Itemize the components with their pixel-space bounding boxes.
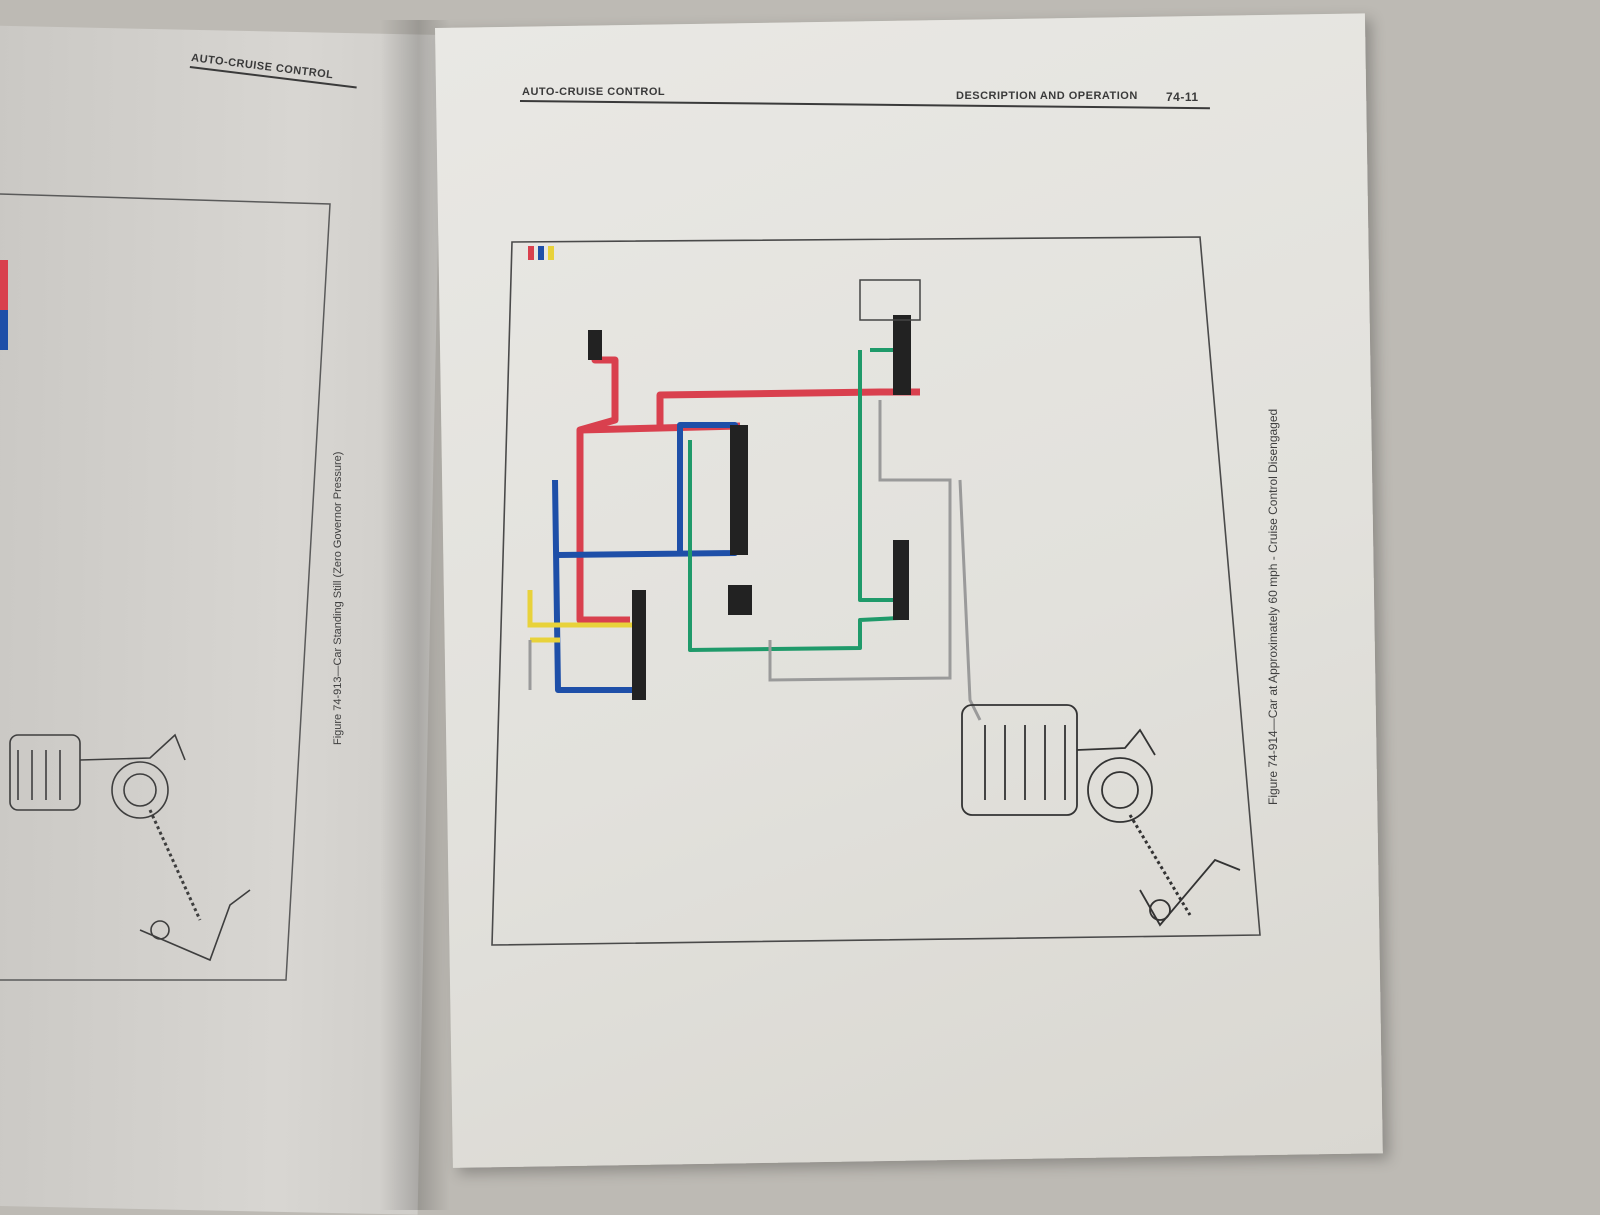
right-header-left: AUTO-CRUISE CONTROL [522,86,666,98]
right-header-right: DESCRIPTION AND OPERATION [956,90,1138,102]
left-color-bar-2 [0,310,8,350]
yellow-pressure-lines [527,590,635,643]
left-figure-frame [0,193,331,981]
grey-lines [528,400,982,721]
right-figure-frame [491,236,1261,946]
left-actuator-sketch [9,733,251,962]
valve-bodies [588,315,911,700]
top-right-housing [859,279,921,321]
page-number: 74-11 [1166,90,1199,104]
left-color-bar [0,260,8,340]
right-actuator-sketch [961,704,1241,927]
legend-swatches [528,246,554,260]
red-pressure-lines [576,318,920,624]
